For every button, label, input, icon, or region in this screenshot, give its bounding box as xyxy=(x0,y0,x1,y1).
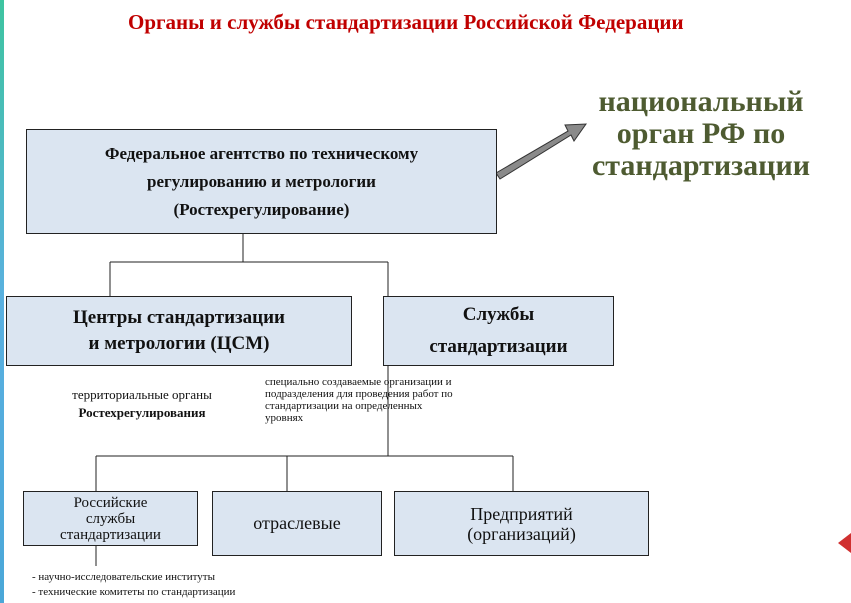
federal-agency-box: Федеральное агентство по техническому ре… xyxy=(26,129,497,234)
special-line-3: стандартизации на определенных xyxy=(265,400,423,412)
national-organ-label: национальный орган РФ по стандартизации xyxy=(566,86,836,182)
slide-title: Органы и службы стандартизации Российско… xyxy=(128,10,684,34)
csm-line-1: Центры стандартизации xyxy=(72,307,285,328)
enterprises-line-2: (организаций) xyxy=(467,523,576,544)
csm-box: Центры стандартизации и метрологии (ЦСМ) xyxy=(6,296,352,366)
federal-line-1: Федеральное агентство по техническому xyxy=(104,143,419,163)
sectoral-label: отраслевые xyxy=(253,513,341,533)
enterprises-line-1: Предприятий xyxy=(470,503,573,524)
sectoral-box: отраслевые xyxy=(212,491,382,556)
list-item: - технические комитеты по стандартизации xyxy=(32,586,236,598)
services-line-1: Службы xyxy=(462,304,535,325)
special-line-1: специально создаваемые организации и xyxy=(265,376,452,388)
red-triangle-decoration xyxy=(838,533,851,553)
slide-side-bar xyxy=(0,0,4,603)
special-line-4: уровнях xyxy=(265,412,304,424)
russian-line-1: Российские xyxy=(73,494,148,511)
national-line-3: стандартизации xyxy=(591,149,811,182)
russian-line-2: службы xyxy=(85,510,136,527)
bullet-list: - научно-исследовательские институты - т… xyxy=(32,570,235,600)
russian-line-3: стандартизации xyxy=(60,526,161,543)
list-item: - научно-исследовательские институты xyxy=(32,571,215,583)
territorial-line-1: территориальные органы xyxy=(72,387,212,402)
territorial-note: территориальные органы Ростехрегулирован… xyxy=(37,386,247,422)
csm-line-2: и метрологии (ЦСМ) xyxy=(88,333,270,354)
federal-line-3: (Ростехрегулирование) xyxy=(173,199,350,219)
enterprises-box: Предприятий (организаций) xyxy=(394,491,649,556)
arrow-to-national-organ xyxy=(495,123,587,180)
federal-line-2: регулированию и метрологии xyxy=(147,171,376,191)
russian-services-box: Российские службы стандартизации xyxy=(23,491,198,546)
national-line-2: орган РФ по xyxy=(616,117,786,150)
special-note: специально создаваемые организации и под… xyxy=(265,376,555,424)
services-line-2: стандартизации xyxy=(429,336,568,357)
services-box: Службы стандартизации xyxy=(383,296,614,366)
special-line-2: подразделения для проведения работ по xyxy=(265,388,453,400)
territorial-line-2: Ростехрегулирования xyxy=(78,405,206,420)
national-line-1: национальный xyxy=(598,85,804,118)
